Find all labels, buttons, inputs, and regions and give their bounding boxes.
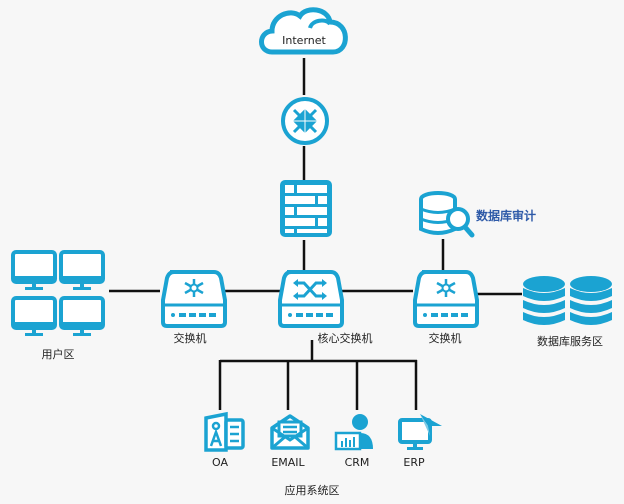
app-crm-label: CRM bbox=[344, 456, 370, 469]
core-switch-icon bbox=[278, 270, 344, 328]
firewall-icon bbox=[280, 180, 332, 237]
contact-card-icon bbox=[204, 411, 245, 452]
monitor-icon bbox=[11, 296, 57, 336]
switch-icon-right bbox=[413, 270, 479, 328]
db-audit-label: 数据库审计 bbox=[476, 209, 537, 223]
database-icons bbox=[523, 276, 612, 325]
app-email-label: EMAIL bbox=[271, 456, 305, 469]
router-icon bbox=[281, 97, 329, 145]
database-icon bbox=[570, 276, 612, 325]
switch-icon-left bbox=[161, 270, 227, 328]
cloud-icon bbox=[259, 7, 348, 55]
user-zone-label: 用户区 bbox=[41, 348, 75, 361]
core-switch-label: 核心交换机 bbox=[317, 332, 373, 345]
monitor-icon bbox=[11, 250, 57, 290]
database-icon bbox=[523, 276, 565, 325]
db-service-zone-label: 数据库服务区 bbox=[537, 335, 603, 348]
user-chart-icon bbox=[334, 414, 373, 451]
right-switch-label: 交换机 bbox=[428, 332, 462, 345]
monitor-icon bbox=[59, 250, 105, 290]
left-switch-label: 交换机 bbox=[173, 332, 207, 345]
connections bbox=[109, 58, 522, 410]
monitor-icon bbox=[59, 296, 105, 336]
monitor-icons bbox=[11, 250, 105, 336]
internet-label: Internet bbox=[282, 34, 326, 47]
app-zone-label: 应用系统区 bbox=[284, 484, 340, 497]
app-oa-label: OA bbox=[212, 456, 228, 469]
monitor-send-icon bbox=[398, 414, 442, 450]
app-erp-label: ERP bbox=[403, 456, 425, 469]
database-search-icon bbox=[419, 191, 475, 238]
envelope-icon bbox=[270, 414, 310, 450]
